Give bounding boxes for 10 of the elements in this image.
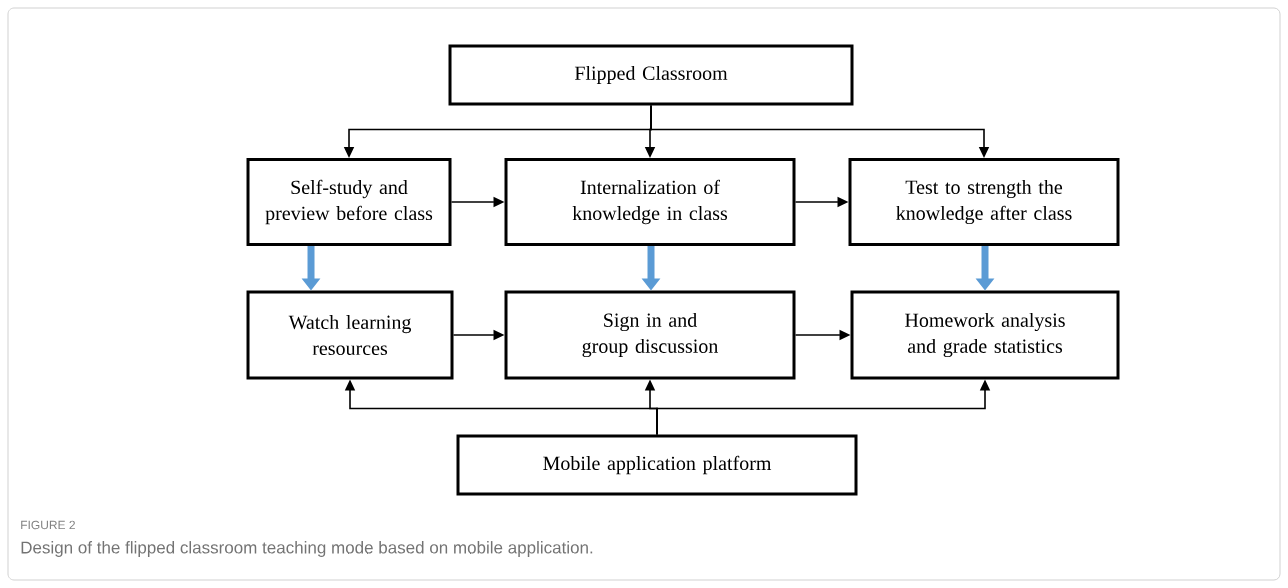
caption: Design of the flipped classroom teaching mode based on mobile application. [21, 541, 593, 557]
process-box: Watch learning resources [246, 290, 454, 380]
process-box: Flipped Classroom [448, 44, 854, 106]
process-box: Sign in and group discussion [504, 290, 796, 380]
process-box: Self-study and preview before class [246, 158, 452, 246]
figure-number: FIGURE 2 [21, 520, 75, 530]
process-box: Mobile application platform [456, 434, 858, 496]
process-box: Homework analysis and grade statistics [850, 290, 1120, 380]
process-box: Internalization of knowledge in class [504, 158, 796, 246]
process-box: Test to strength the knowledge after class [848, 158, 1120, 246]
